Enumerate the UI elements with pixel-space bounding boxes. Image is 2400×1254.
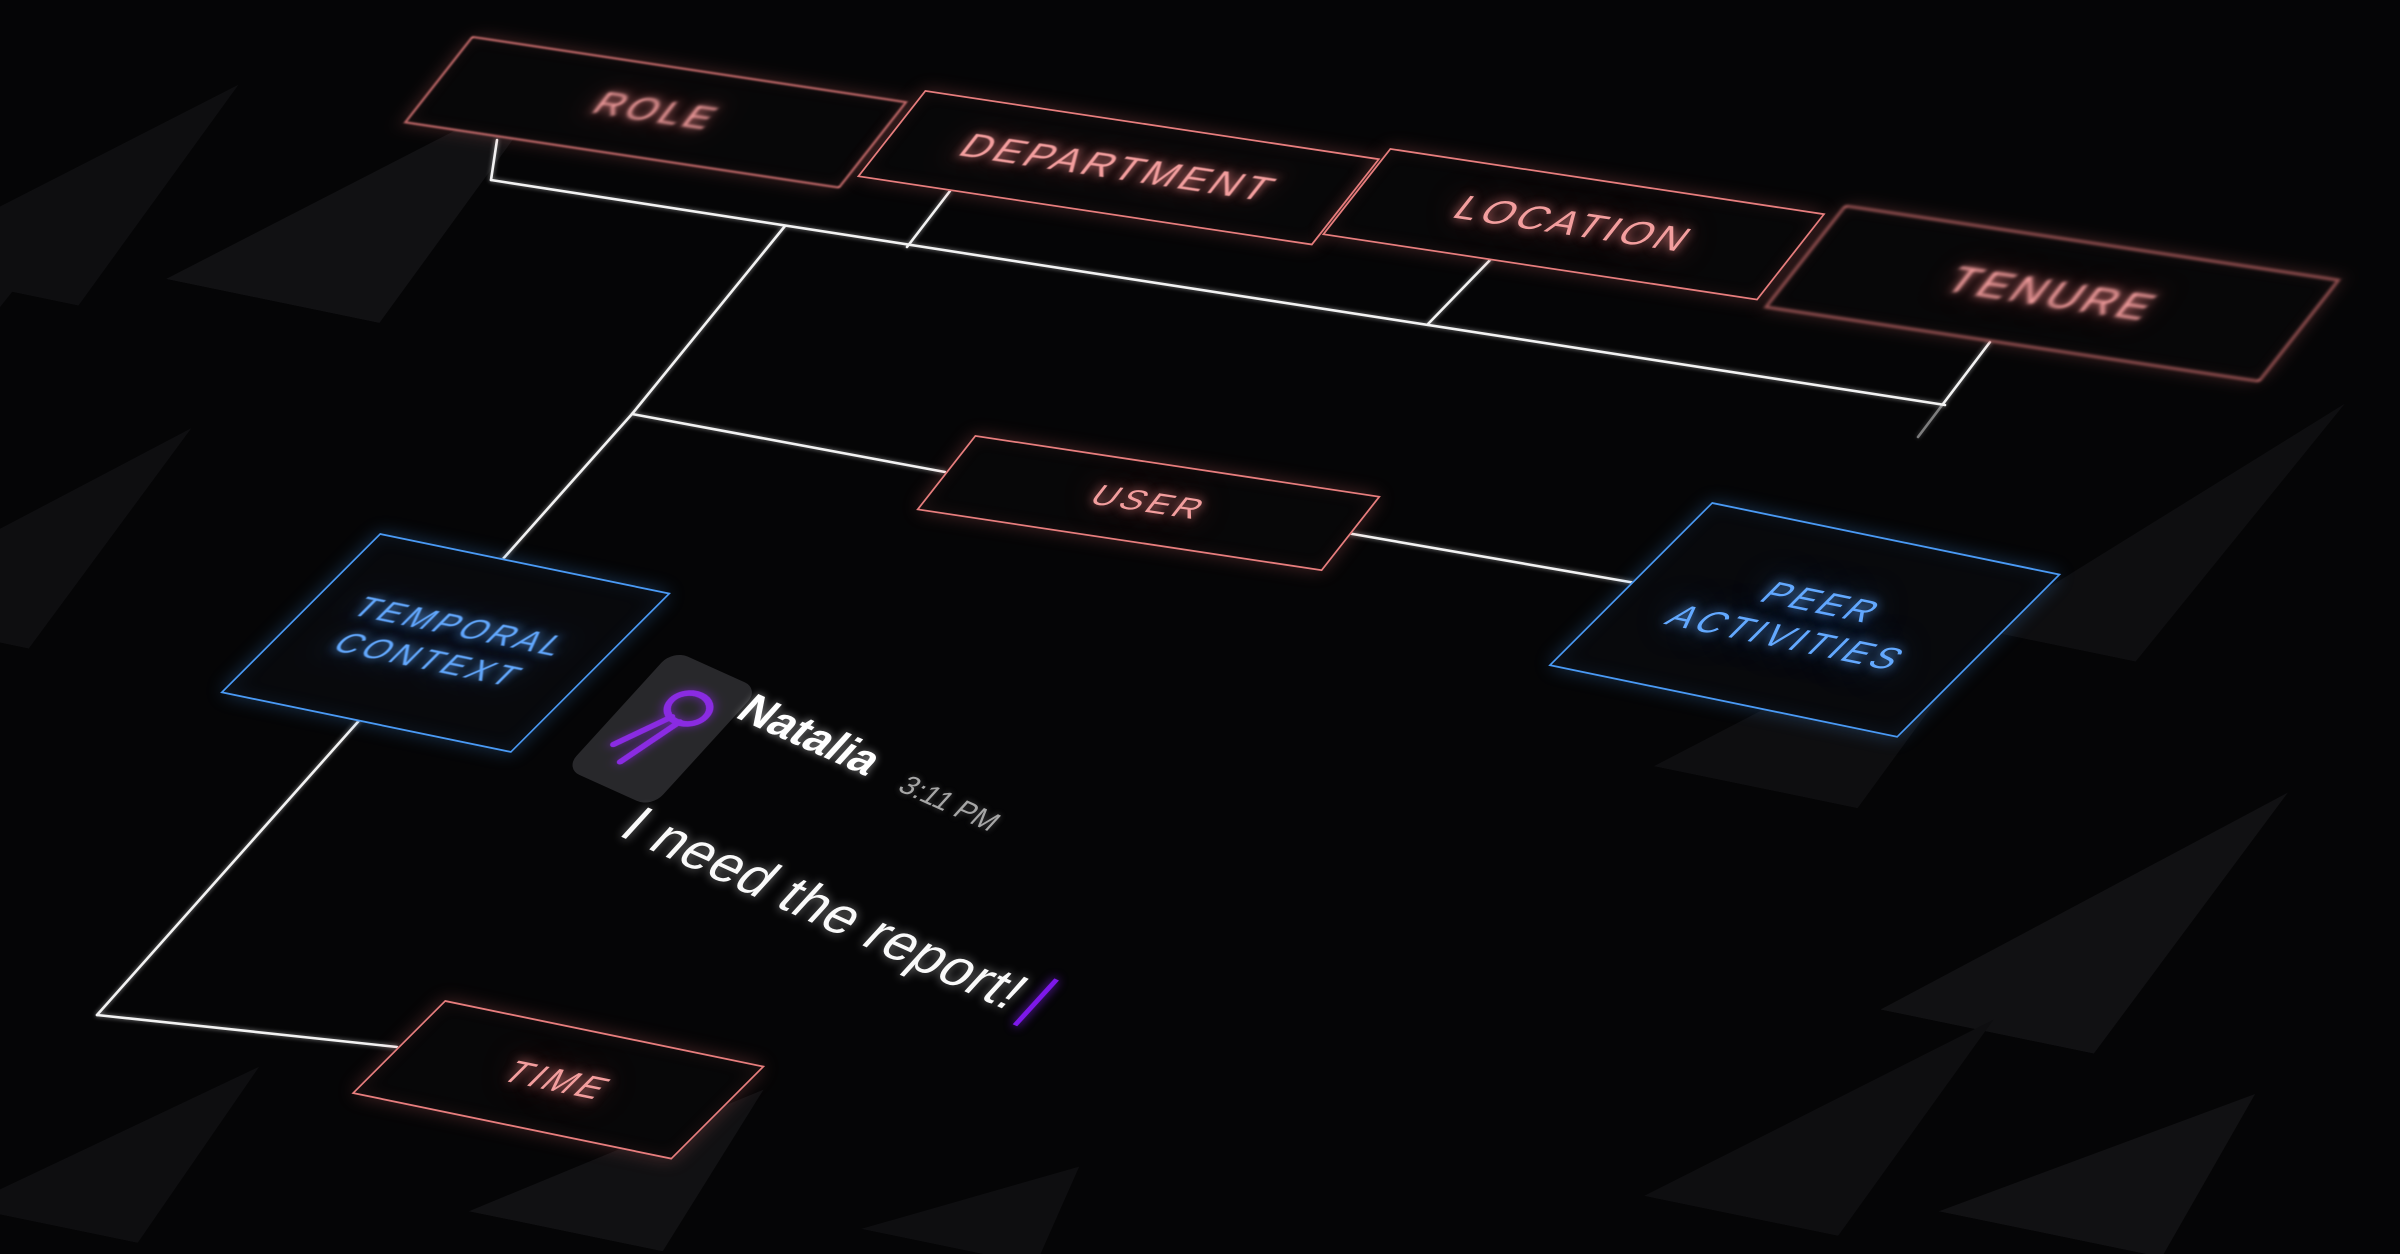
avatar bbox=[565, 650, 760, 808]
person-icon bbox=[609, 689, 714, 765]
attribute-bus-line bbox=[489, 178, 1947, 407]
node-peer-activities-label: PEER ACTIVITIES bbox=[1656, 574, 1918, 678]
edge-user-peer-activities bbox=[1345, 531, 1649, 587]
edge-temporal-time bbox=[95, 1013, 399, 1049]
edge-junction-user bbox=[630, 412, 947, 474]
node-tenure-label: TENURE bbox=[1935, 258, 2169, 329]
edge-department-bus bbox=[905, 189, 952, 249]
node-time-label: TIME bbox=[492, 1053, 624, 1106]
edge-role-bus bbox=[489, 138, 499, 182]
node-temporal-context-label: TEMPORAL CONTEXT bbox=[325, 590, 580, 692]
node-department-label: DEPARTMENT bbox=[950, 127, 1287, 209]
edge-tenure-bus bbox=[1941, 340, 1992, 406]
edge-bus-tail bbox=[1916, 402, 1945, 439]
node-location-label: LOCATION bbox=[1444, 189, 1703, 260]
node-role-label: ROLE bbox=[583, 86, 729, 138]
edge-location-bus bbox=[1426, 256, 1494, 326]
edge-bus-user-drop bbox=[630, 224, 787, 416]
node-user-label: USER bbox=[1082, 479, 1216, 527]
